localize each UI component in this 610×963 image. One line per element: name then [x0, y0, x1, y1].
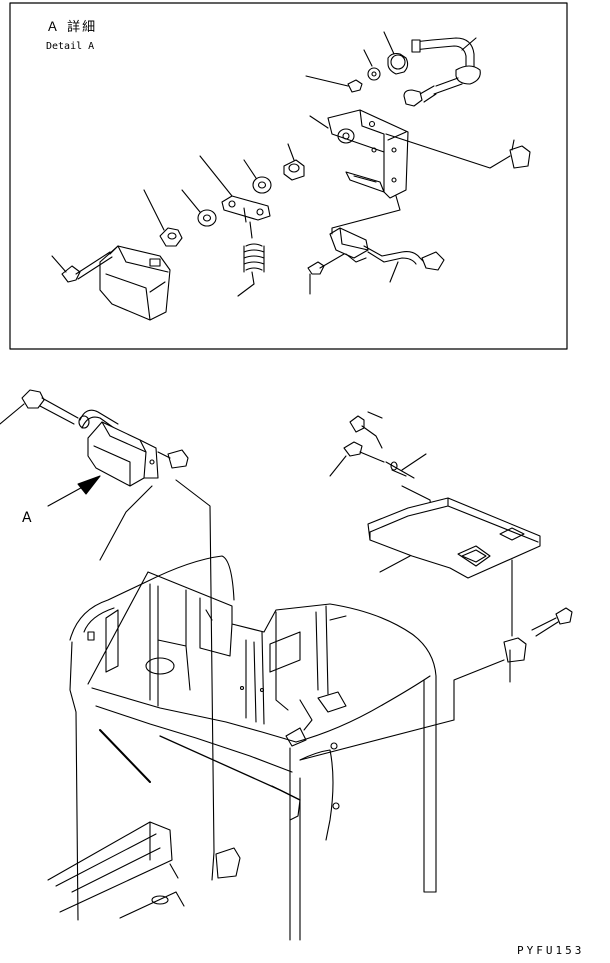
drawing-code: PYFU153	[517, 944, 585, 957]
detail-top-bushing	[383, 31, 409, 75]
detail-a-frame	[9, 2, 568, 350]
main-bolt-upper-left	[0, 389, 79, 425]
main-pedal-rod	[78, 409, 119, 429]
detail-title-en: Detail A	[46, 41, 95, 52]
main-bolt-right	[329, 441, 385, 477]
main-cab-body	[47, 555, 437, 941]
view-a-arrow	[47, 475, 101, 507]
main-small-bolt-top	[349, 411, 383, 449]
detail-bolt-left	[51, 251, 113, 283]
main-bolt-far-right	[531, 607, 573, 637]
detail-switch-harness	[307, 195, 445, 295]
detail-main-bracket	[309, 109, 409, 199]
detail-spring	[237, 221, 265, 297]
detail-top-nut	[305, 75, 363, 93]
detail-nut	[143, 189, 183, 247]
detail-washer-2	[243, 159, 272, 194]
detail-link-plate	[199, 155, 271, 223]
detail-cover-part	[99, 245, 171, 321]
main-clip-right	[453, 559, 527, 721]
main-leader-right	[299, 719, 455, 761]
detail-collar	[283, 143, 305, 181]
view-letter-label: A	[22, 510, 32, 526]
main-leader-lines	[99, 479, 215, 853]
detail-clip	[385, 133, 531, 169]
detail-top-washer	[363, 49, 381, 81]
main-floor-plate	[367, 497, 541, 579]
main-pedal-cover	[87, 421, 189, 487]
detail-title-jp: Ａ 詳細	[46, 20, 98, 35]
detail-pedal-rod	[403, 37, 481, 107]
detail-washer	[181, 189, 217, 227]
